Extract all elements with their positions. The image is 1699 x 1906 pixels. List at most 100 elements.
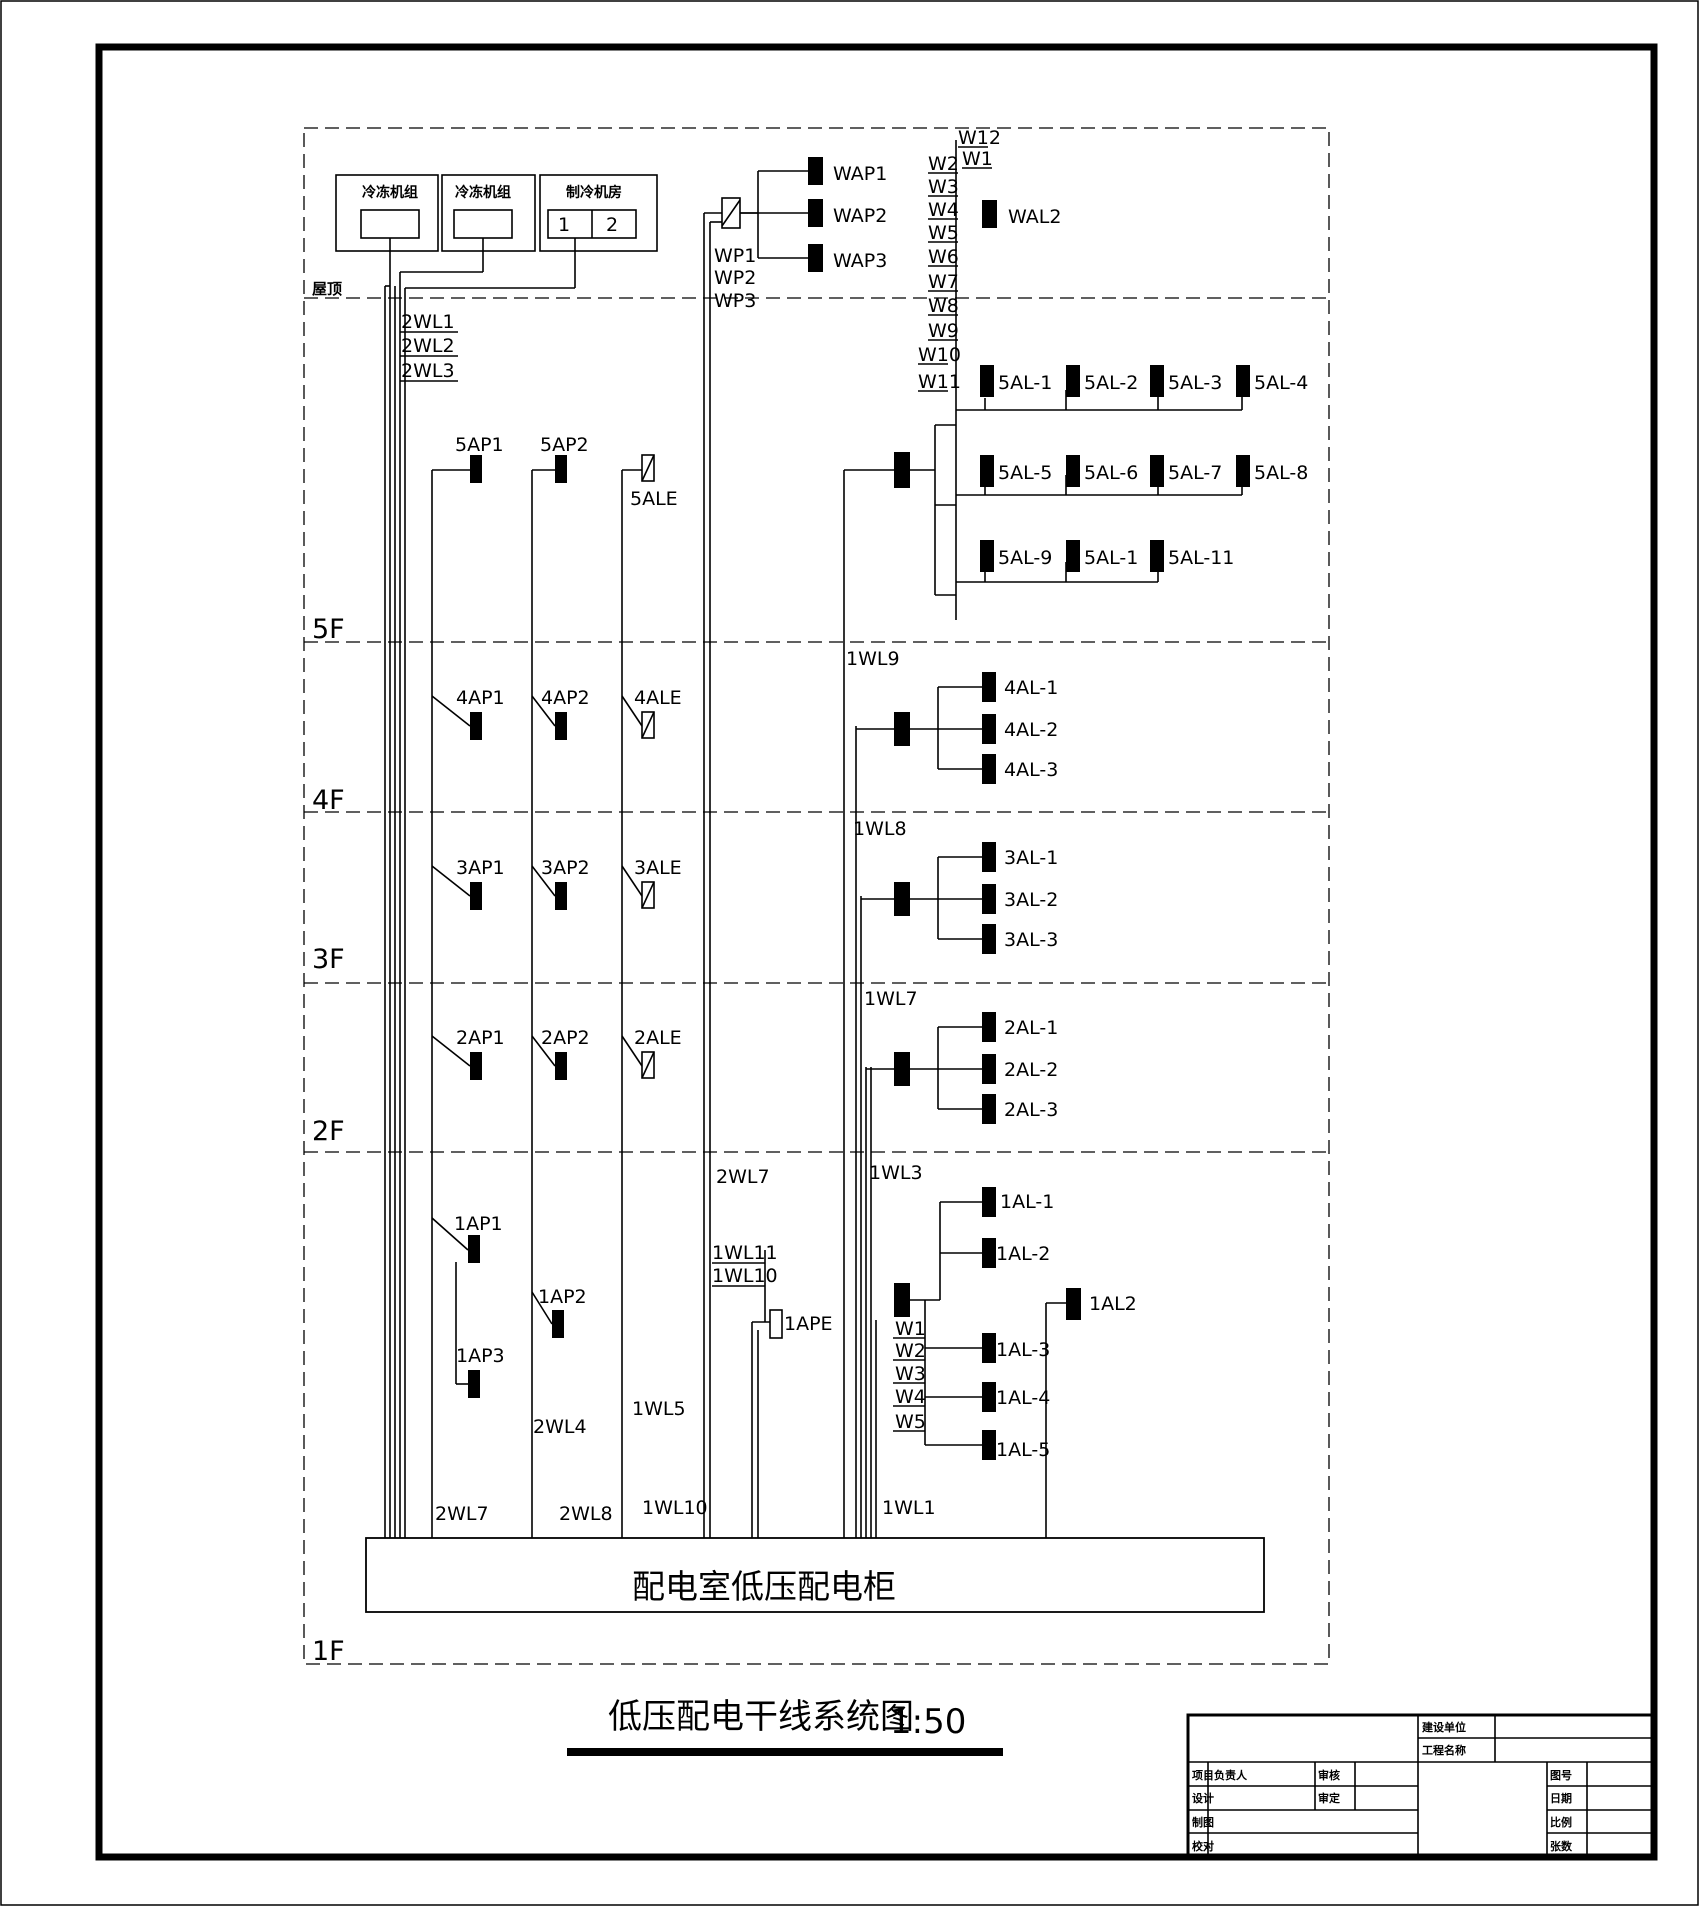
drawing-frame [95,43,1658,1861]
switchboard-label: 配电室低压配电柜 [632,1567,896,1606]
ap-symbol [555,1052,567,1080]
f5-al-symbol [1066,540,1080,572]
tb-approve: 审定 [1318,1791,1340,1805]
tb-client: 建设单位 [1422,1720,1466,1734]
feeder-1wl8: 1WL8 [853,818,907,840]
panel-wal2-symbol [982,200,997,228]
feeder-w-top-10: W10 [918,344,961,366]
al-sub-symbol [982,754,996,784]
panel-f3_ap-2: 3ALE [634,857,682,879]
panel-f2_ap-0: 2AP1 [456,1027,505,1049]
al-sub-symbol [982,1012,996,1042]
wap-branch [721,157,823,272]
feeder-w-top-4: W4 [928,199,959,221]
al-main-symbol [894,882,910,916]
al-sub-symbol [982,1094,996,1124]
panel-f4_al-2: 4AL-3 [1004,759,1058,781]
feeder-w-first-0: W1 [895,1318,926,1340]
feeder-1wl1: 1WL1 [882,1497,936,1519]
panel-f5_ap-2: 5ALE [630,488,678,510]
ap-symbol [470,455,482,483]
chiller-label-3: 制冷机房 [566,184,622,201]
feeder-w-top-5: W5 [928,222,959,244]
panel-5al-2: 5AL-3 [1168,372,1222,394]
panel-wap2: WAP2 [833,205,887,227]
feeder-w-first-4: W5 [895,1411,926,1433]
panel-f3_al-1: 3AL-2 [1004,889,1058,911]
chiller-label-2: 冷冻机组 [455,184,511,201]
feeder-w-top-7: W7 [928,271,959,293]
panel-1al-1: 1AL-1 [1000,1191,1054,1213]
building-outline [303,127,1330,1665]
panel-5al-10: 5AL-11 [1168,547,1234,569]
feeder-w-top-1: W1 [962,148,993,170]
al-sub-symbol [982,842,996,872]
feeder-w-top-2: W2 [928,153,959,175]
panel-1al-2: 1AL-2 [996,1243,1050,1265]
panel-f2_ap-1: 2AP2 [541,1027,590,1049]
tb-date: 日期 [1550,1791,1572,1805]
panel-f5_ap-1: 5AP2 [540,434,589,456]
title-underline [567,1748,1003,1756]
panel-5al-1: 5AL-2 [1084,372,1138,394]
al-sub-symbol [982,924,996,954]
panel-5al-9: 5AL-1 [1084,547,1138,569]
ap-symbol [470,1052,482,1080]
panel-5al-5: 5AL-6 [1084,462,1138,484]
tb-check: 校对 [1192,1839,1214,1853]
f5-al-symbol [1150,365,1164,397]
f5-al-symbol [1150,455,1164,487]
f5-al-symbol [1236,455,1250,487]
panel-1ape: 1APE [784,1313,833,1335]
panel-f3_al-2: 3AL-3 [1004,929,1058,951]
title-block [1186,1713,1654,1859]
panel-5al-8: 5AL-9 [998,547,1052,569]
panel-wal2: WAL2 [1008,206,1061,228]
feeder-1wl5: 1WL5 [632,1398,686,1420]
al-sub-symbol [982,714,996,744]
panel-1ap2: 1AP2 [538,1286,587,1308]
panel-1ap3: 1AP3 [456,1345,505,1367]
feeder-2wl7-a: 2WL7 [435,1503,489,1525]
feeder-1wl7: 1WL7 [864,988,918,1010]
floor-label-4f: 4F [312,785,345,816]
feeder-w-top-6: W6 [928,246,959,268]
riser-trunks [384,212,877,1538]
feeder-w-top-3: W3 [928,176,959,198]
ap-symbol [555,712,567,740]
f5-al-symbol [1066,365,1080,397]
ap-symbol [555,882,567,910]
feeder-2wl8: 2WL8 [559,1503,613,1525]
panel-1al-5: 1AL-5 [996,1439,1050,1461]
al-sub-symbol [982,1054,996,1084]
chiller-label-1: 冷冻机组 [362,184,418,201]
f5-al-symbol [1066,455,1080,487]
panel-1al2: 1AL2 [1089,1293,1137,1315]
tb-drawing: 制图 [1192,1815,1214,1829]
ale-symbol [641,454,655,482]
feeder-1wl10-b: 1WL10 [712,1265,778,1287]
panel-f2_ap-2: 2ALE [634,1027,682,1049]
panel-5al-4: 5AL-5 [998,462,1052,484]
floor-label-2f: 2F [312,1116,345,1147]
f5-al-symbol [1236,365,1250,397]
panel-f4_al-1: 4AL-2 [1004,719,1058,741]
floor-label-5f: 5F [312,614,345,645]
tb-design: 设计 [1192,1791,1214,1805]
panel-f3_ap-1: 3AP2 [541,857,590,879]
al-main-symbol [894,712,910,746]
panel-f4_ap-2: 4ALE [634,687,682,709]
feeder-1wl11: 1WL11 [712,1242,778,1264]
floor-label-1f: 1F [312,1636,345,1667]
feeder-w-top-8: W8 [928,295,959,317]
roof-chiller-units [335,174,658,288]
panel-f4_al-0: 4AL-1 [1004,677,1058,699]
feeder-wp2: WP2 [714,267,756,289]
floor-label-3f: 3F [312,944,345,975]
panel-5al-0: 5AL-1 [998,372,1052,394]
feeder-wp3: WP3 [714,290,756,312]
